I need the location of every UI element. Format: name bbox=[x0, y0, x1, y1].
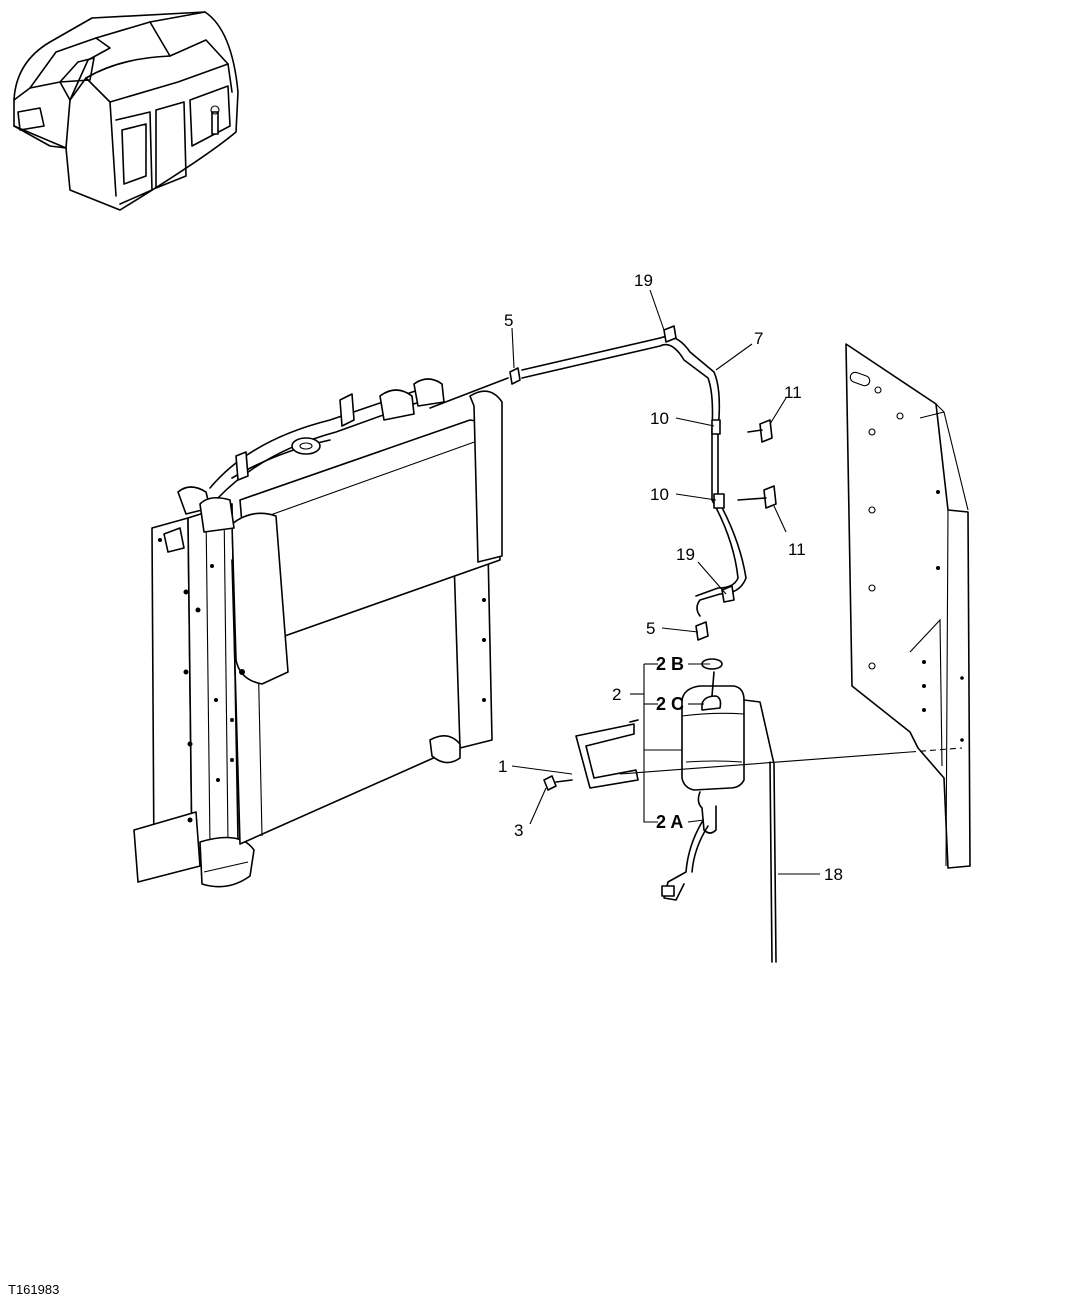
callout-2C: 2 C bbox=[656, 694, 684, 714]
callout-2: 2 bbox=[612, 685, 621, 704]
leader-lines bbox=[511, 289, 820, 875]
bolt-11-bottom bbox=[737, 485, 777, 509]
mounting-bracket bbox=[575, 719, 639, 789]
callout-5-middle: 5 bbox=[646, 619, 655, 638]
side-panel bbox=[845, 343, 971, 869]
drain-hose-18 bbox=[743, 699, 777, 963]
callout-18: 18 bbox=[824, 865, 843, 884]
hose-assembly bbox=[429, 325, 747, 641]
callout-10-bottom: 10 bbox=[650, 485, 669, 504]
callout-2A: 2 A bbox=[656, 812, 683, 832]
callout-19-top: 19 bbox=[634, 271, 653, 290]
callout-3: 3 bbox=[514, 821, 523, 840]
callout-5-top: 5 bbox=[504, 311, 513, 330]
callout-2B: 2 B bbox=[656, 654, 684, 674]
callout-7: 7 bbox=[754, 329, 763, 348]
figure-id: T161983 bbox=[8, 1282, 60, 1297]
machine-locator-illustration bbox=[13, 11, 239, 211]
callout-labels: 19 5 7 10 11 10 11 19 5 2 B 2 2 C 1 3 2 … bbox=[498, 271, 843, 884]
callout-1: 1 bbox=[498, 757, 507, 776]
bolt-3 bbox=[543, 775, 573, 791]
reference-line bbox=[619, 747, 963, 775]
reservoir-tank bbox=[661, 658, 745, 901]
callout-10-top: 10 bbox=[650, 409, 669, 428]
bolt-11-top bbox=[747, 419, 773, 443]
callout-11-bottom: 11 bbox=[788, 540, 806, 559]
radiator-assembly bbox=[133, 378, 503, 888]
callout-11-top: 11 bbox=[784, 383, 802, 402]
callout-19-middle: 19 bbox=[676, 545, 695, 564]
